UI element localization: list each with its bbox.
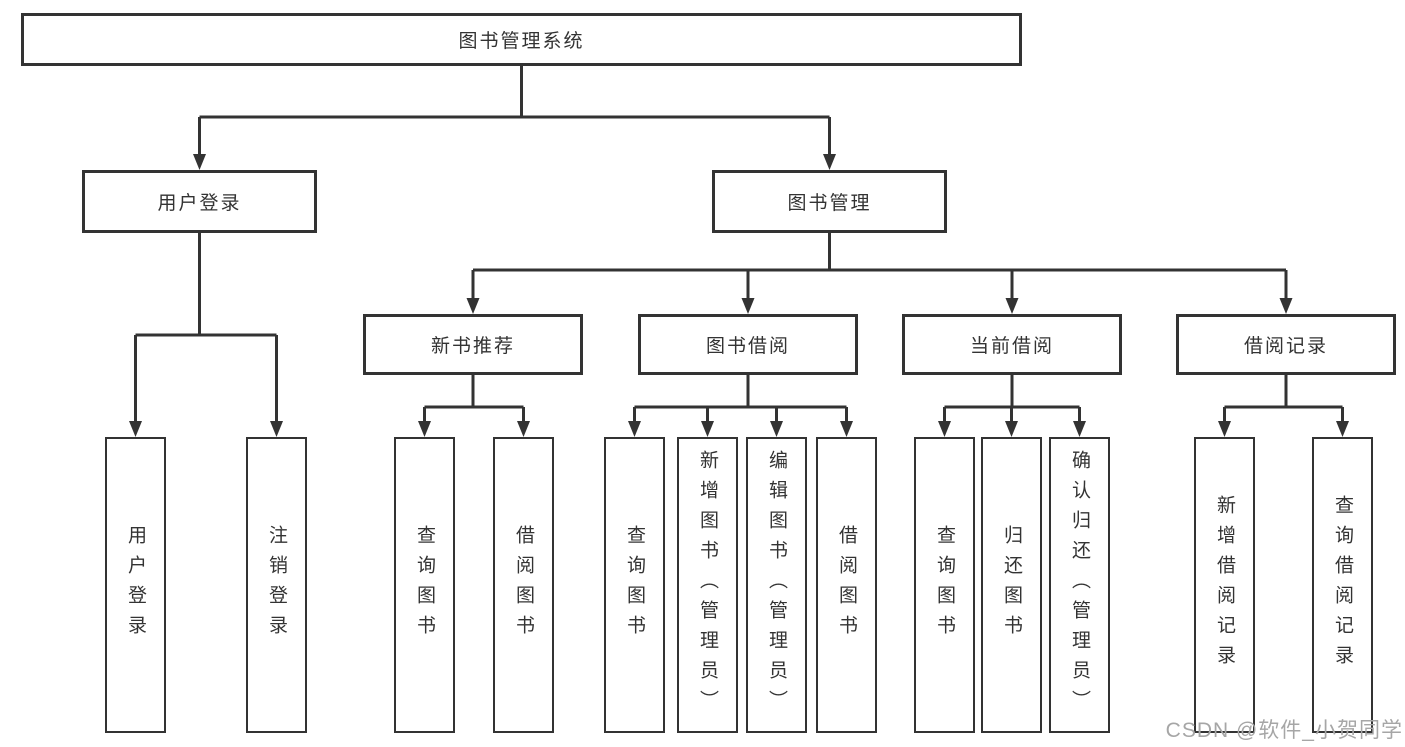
leaf-bb-edit-books-admin: 编辑图书（管理员）: [746, 437, 807, 733]
leaf-logout-label: 注销登录: [266, 525, 287, 645]
leaf-br-query-record: 查询借阅记录: [1312, 437, 1373, 733]
leaf-user-login-label: 用户登录: [125, 525, 146, 645]
node-current-borrow-label: 当前借阅: [969, 336, 1054, 357]
leaf-cb-return-books: 归还图书: [981, 437, 1042, 733]
arrowheads: [129, 154, 1349, 437]
node-user-login-label: 用户登录: [157, 193, 242, 214]
node-book-borrow: 图书借阅: [638, 314, 858, 375]
node-book-management: 图书管理: [712, 170, 947, 233]
leaf-cb-return-books-label: 归还图书: [1001, 525, 1022, 645]
node-borrow-records: 借阅记录: [1176, 314, 1396, 375]
node-library-system: 图书管理系统: [21, 13, 1022, 66]
node-user-login: 用户登录: [82, 170, 317, 233]
leaf-bb-add-books-admin-label: 新增图书（管理员）: [697, 450, 718, 720]
leaf-br-add-record: 新增借阅记录: [1194, 437, 1255, 733]
leaf-nb-query-books-label: 查询图书: [414, 525, 435, 645]
leaf-bb-add-books-admin: 新增图书（管理员）: [677, 437, 738, 733]
csdn-watermark: CSDN @软件_小贺同学: [1165, 719, 1403, 742]
node-current-borrow: 当前借阅: [902, 314, 1122, 375]
leaf-user-login: 用户登录: [105, 437, 166, 733]
leaf-br-query-record-label: 查询借阅记录: [1332, 495, 1353, 675]
leaf-cb-query-books-label: 查询图书: [934, 525, 955, 645]
leaf-bb-borrow-books-label: 借阅图书: [836, 525, 857, 645]
leaf-nb-borrow-books: 借阅图书: [493, 437, 554, 733]
node-library-system-label: 图书管理系统: [458, 31, 585, 52]
node-book-management-label: 图书管理: [787, 193, 872, 214]
connector-trunks: [134, 65, 1344, 425]
leaf-cb-confirm-return-admin: 确认归还（管理员）: [1049, 437, 1110, 733]
node-book-borrow-label: 图书借阅: [705, 336, 790, 357]
leaf-cb-query-books: 查询图书: [914, 437, 975, 733]
node-new-book-recommend: 新书推荐: [363, 314, 583, 375]
leaf-cb-confirm-return-admin-label: 确认归还（管理员）: [1069, 450, 1090, 720]
leaf-logout: 注销登录: [246, 437, 307, 733]
node-new-book-recommend-label: 新书推荐: [430, 336, 515, 357]
leaf-bb-query-books-label: 查询图书: [624, 525, 645, 645]
leaf-bb-query-books: 查询图书: [604, 437, 665, 733]
leaf-nb-borrow-books-label: 借阅图书: [513, 525, 534, 645]
leaf-br-add-record-label: 新增借阅记录: [1214, 495, 1235, 675]
leaf-bb-borrow-books: 借阅图书: [816, 437, 877, 733]
leaf-nb-query-books: 查询图书: [394, 437, 455, 733]
leaf-bb-edit-books-admin-label: 编辑图书（管理员）: [766, 450, 787, 720]
node-borrow-records-label: 借阅记录: [1243, 336, 1328, 357]
